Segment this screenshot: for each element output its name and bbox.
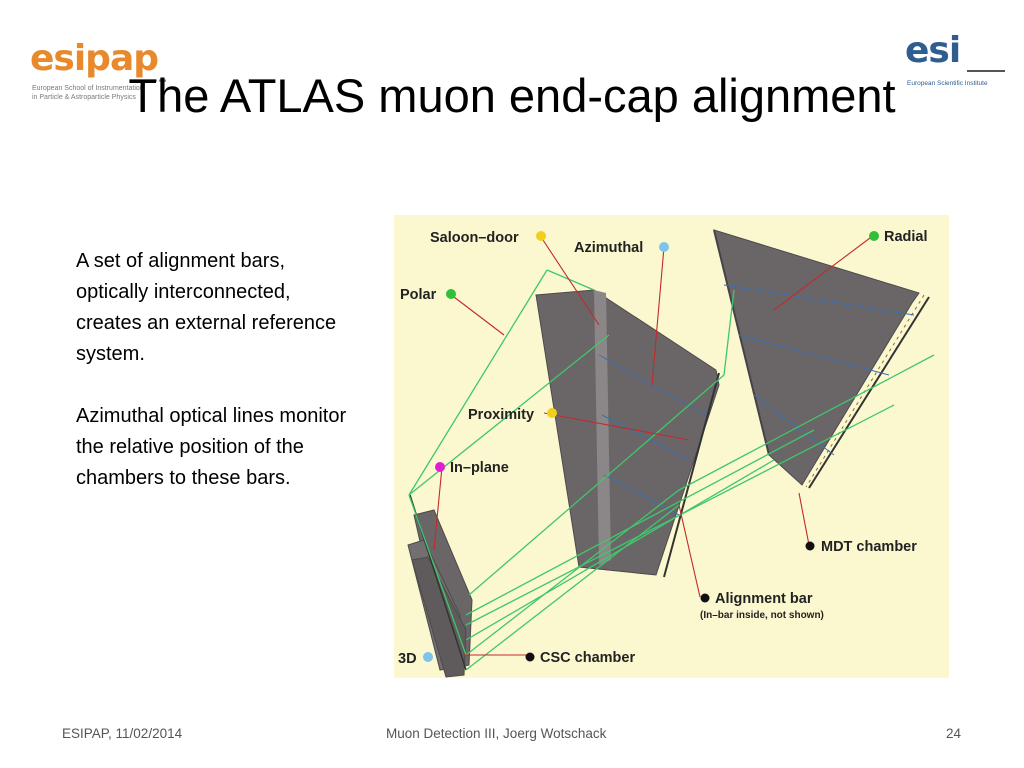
esipap-logo-dots: ••• <box>154 76 168 87</box>
mdt-chamber-right <box>713 229 930 489</box>
svg-text:Polar: Polar <box>400 287 437 303</box>
svg-text:Radial: Radial <box>884 229 928 245</box>
csc-chamber-stack <box>407 494 473 678</box>
svg-text:Proximity: Proximity <box>468 407 534 423</box>
label-csc-chamber: CSC chamber <box>525 650 635 666</box>
slide-title: The ATLAS muon end-cap alignment <box>128 69 896 122</box>
pointer-lines <box>433 234 875 656</box>
esi-logo: esi European Scientific Institute <box>905 30 1015 94</box>
footer-presentation: Muon Detection III, Joerg Wotschack <box>386 726 607 741</box>
svg-text:Azimuthal: Azimuthal <box>574 240 643 256</box>
svg-text:MDT chamber: MDT chamber <box>821 539 917 555</box>
body-paragraph: A set of alignment bars, optically inter… <box>76 250 337 365</box>
label-azimuthal: Azimuthal <box>574 240 669 256</box>
svg-text:CSC chamber: CSC chamber <box>540 650 635 666</box>
label-in-plane: In–plane <box>435 460 509 476</box>
esi-logo-underline <box>967 70 1005 72</box>
alignment-diagram-svg: Saloon–door Azimuthal Radial Polar Proxi… <box>398 229 935 678</box>
label-proximity: Proximity <box>468 407 557 423</box>
mdt-chamber-middle <box>535 289 720 578</box>
label-mdt-chamber: MDT chamber <box>805 539 917 555</box>
slide-number: 24 <box>946 726 962 741</box>
footer-date: ESIPAP, 11/02/2014 <box>62 726 183 741</box>
esipap-logo-wordmark: esipap <box>30 38 159 79</box>
body-paragraph: Azimuthal optical lines monitor the rela… <box>76 405 347 489</box>
label-3d: 3D <box>398 651 433 667</box>
label-polar: Polar <box>400 287 456 303</box>
svg-text:Saloon–door: Saloon–door <box>430 230 519 246</box>
svg-text:In–plane: In–plane <box>450 460 509 476</box>
svg-text:(In–bar inside, not shown): (In–bar inside, not shown) <box>700 610 824 621</box>
label-saloon-door: Saloon–door <box>430 230 546 246</box>
esipap-logo: esipap ••• European School of Instrument… <box>26 38 176 110</box>
svg-text:3D: 3D <box>398 651 417 667</box>
label-radial: Radial <box>869 229 928 245</box>
esi-logo-subtitle: European Scientific Institute <box>907 80 988 87</box>
svg-text:Alignment bar: Alignment bar <box>715 591 813 607</box>
label-alignment-bar: Alignment bar (In–bar inside, not shown) <box>700 591 824 621</box>
slide-body: A set of alignment bars, optically inter… <box>76 246 356 525</box>
optical-lines <box>408 269 935 671</box>
alignment-diagram: Saloon–door Azimuthal Radial Polar Proxi… <box>394 215 949 678</box>
esi-logo-wordmark: esi <box>905 30 961 71</box>
esipap-logo-subtitle: European School of Instrumentation in Pa… <box>32 85 144 101</box>
